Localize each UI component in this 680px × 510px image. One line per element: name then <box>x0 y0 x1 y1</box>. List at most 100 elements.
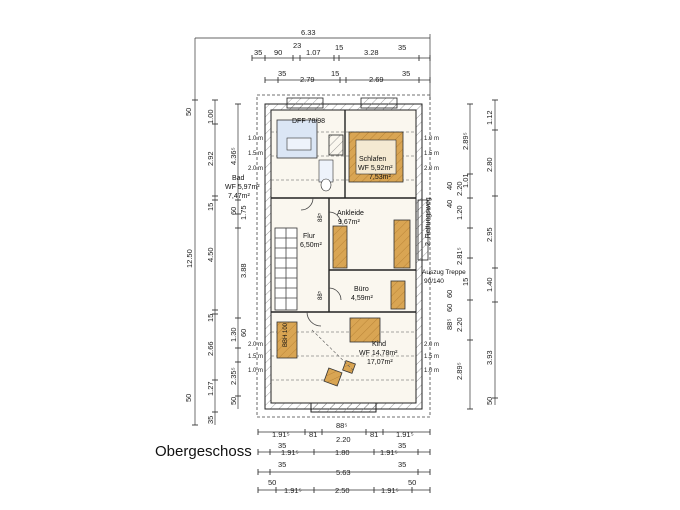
label-buero-name: Büro <box>354 286 369 293</box>
wardrobe-right <box>393 219 411 269</box>
staircase <box>274 227 298 311</box>
dim-top-r2-0: 35 <box>278 69 286 78</box>
desk-kind <box>349 317 381 343</box>
dim-bot-r1-total: 2.20 <box>336 435 351 444</box>
dim-left-b-2: 1.75 <box>239 205 248 220</box>
dim-right-a-0: 1.12 <box>485 110 494 125</box>
dim-bot-r3-0: 35 <box>278 460 286 469</box>
dim-right-a-3: 1.40 <box>485 277 494 292</box>
dim-bot-r1-2: 88⁵ <box>336 421 347 430</box>
label-bad-wf: WF 5,97m² <box>225 184 260 191</box>
label-schlafen-area: 7,53m² <box>369 174 391 181</box>
dim-left-a-2: 2.92 <box>206 151 215 166</box>
dim-left-a-5: 15 <box>206 314 215 322</box>
dim-right-b-4: 2.81⁵ <box>455 247 464 265</box>
dim-top-r1-4: 15 <box>335 43 343 52</box>
label-flur-name: Flur <box>303 233 316 240</box>
dim-right-a-1: 2.80 <box>485 157 494 172</box>
dim-top-r1-2: 23 <box>293 41 301 50</box>
washbasin <box>286 137 312 151</box>
dim-bot-r4-3: 1.91⁵ <box>381 486 399 495</box>
dim-right-b-6: 2.20 <box>455 317 464 332</box>
dim-bot-r1-4: 1.91⁵ <box>396 430 414 439</box>
dim-left-c-2: 2.0 m <box>248 166 263 172</box>
dim-left-overall: 12.50 <box>185 249 194 268</box>
dim-top-overall: 6.33 <box>301 28 316 37</box>
dim-top-r2-2: 15 <box>331 69 339 78</box>
dim-right-d-5: 1.0 m <box>424 368 439 374</box>
dim-right-b-7: 2.89⁵ <box>455 362 464 380</box>
dim-bot-r2-0: 35 <box>278 441 286 450</box>
dim-left-a-1: 1.00 <box>206 109 215 124</box>
dim-right-c-4: 88⁵ <box>445 319 454 330</box>
dim-left-b-6: 2.35⁵ <box>229 367 238 385</box>
dim-left-b-7: 50 <box>229 397 238 405</box>
dim-right-d-4: 1.5 m <box>424 354 439 360</box>
left-dimension-chains: 12.50 50 1.00 2.92 15 4.50 15 2.66 1.27 … <box>184 99 263 426</box>
dim-right-c-0: 40 <box>445 182 454 190</box>
dim-right-a-5: 50 <box>485 397 494 405</box>
dim-top-r1-3: 1.07 <box>306 48 321 57</box>
label-dff: DFF 78/98 <box>292 118 325 125</box>
label-kind-wf: WF 14,78m² <box>359 350 398 357</box>
label-flur-area: 6,50m² <box>300 242 322 249</box>
bottom-dimension-chains: 1.91⁵ 81 88⁵ 81 1.91⁵ 2.20 35 1.91⁵ 1.80… <box>257 421 431 495</box>
dim-bot-r1-3: 81 <box>370 430 378 439</box>
dim-right-a-4: 3.93 <box>485 350 494 365</box>
bed-kind <box>276 321 298 359</box>
dim-left-c-1: 1.5 m <box>248 151 263 157</box>
dim-bot-r4-0: 50 <box>268 478 276 487</box>
dim-left-a-8: 50 <box>184 394 193 402</box>
dim-bot-r2-1: 1.91⁵ <box>281 448 299 457</box>
dim-left-b-4: 1.30 <box>229 327 238 342</box>
room-labels: Schlafen WF 5,92m² 7,53m² Bad WF 5,97m² … <box>225 156 398 366</box>
label-buero-area: 4,59m² <box>351 295 373 302</box>
dim-right-b-2: 2.20 <box>455 181 464 196</box>
label-dim-88b: 88⁵ <box>317 290 324 300</box>
dim-bot-r2-4: 35 <box>398 441 406 450</box>
dim-bot-r4-2: 2.50 <box>335 486 350 495</box>
wardrobe-left <box>332 225 348 269</box>
dim-left-b-1: 60 <box>229 207 238 215</box>
dim-left-a-3: 15 <box>206 203 215 211</box>
dim-bot-r3-2: 35 <box>398 460 406 469</box>
dim-left-c-4: 1.5 m <box>248 354 263 360</box>
label-auszug-size: 90/140 <box>424 278 444 285</box>
chair-kind <box>323 367 343 387</box>
label-bad-area: 7,47m² <box>228 193 250 200</box>
dim-top-r2-3: 2.69 <box>369 75 384 84</box>
desk-buero <box>390 280 406 310</box>
label-kind-name: Kind <box>372 341 386 348</box>
interior-walls <box>271 110 416 313</box>
label-auszug: Auszug Treppe <box>422 269 466 276</box>
dim-right-c-2: 60 <box>445 290 454 298</box>
dim-left-c-5: 1.0 m <box>248 368 263 374</box>
door-swings <box>300 197 356 373</box>
dim-top-r1-5: 3.28 <box>364 48 379 57</box>
dim-right-d-3: 2.0 m <box>424 342 439 348</box>
dim-left-c-0: 1.0 m <box>248 136 263 142</box>
dim-bot-r1-0: 1.91⁵ <box>272 430 290 439</box>
label-bbh: BBH 100 <box>283 322 289 347</box>
dim-left-b-3: 3.88 <box>239 263 248 278</box>
dim-left-a-6: 2.66 <box>206 341 215 356</box>
dim-right-b-3: 1.20 <box>455 205 464 220</box>
dim-top-r2-1: 2.79 <box>300 75 315 84</box>
fixtures <box>276 119 411 387</box>
dim-bot-r2-3: 1.91⁵ <box>380 448 398 457</box>
label-rettungsweg: 2. Rettungsweg <box>425 197 432 246</box>
top-dimension-chains: 6.33 35 90 23 1.07 15 3.28 35 35 2.79 15… <box>194 28 431 100</box>
floor-title: Obergeschoss <box>155 443 252 460</box>
dim-left-b-5: 60 <box>239 329 248 337</box>
dim-right-b-1: 1.01 <box>461 173 470 188</box>
dim-left-a-9: 35 <box>206 416 215 424</box>
dim-bot-r3-1: 5.63 <box>336 468 351 477</box>
dim-bot-r2-2: 1.80 <box>335 448 350 457</box>
dim-top-r2-4: 35 <box>402 69 410 78</box>
dim-bot-r1-1: 81 <box>309 430 317 439</box>
dim-right-c-1: 40 <box>445 200 454 208</box>
dim-bot-r4-4: 50 <box>408 478 416 487</box>
label-ankleide-name: Ankleide <box>337 210 364 217</box>
